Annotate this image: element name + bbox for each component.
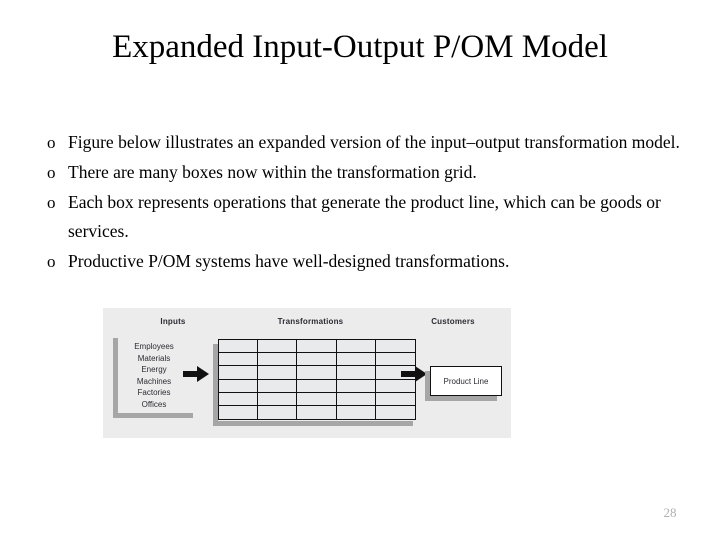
transformation-grid-cell [336, 366, 376, 380]
list-item-label: Each box represents operations that gene… [68, 192, 661, 241]
transformation-grid-cell [258, 340, 298, 354]
list-item-label: There are many boxes now within the tran… [68, 162, 477, 182]
transformation-grid-cell [258, 379, 298, 393]
transformation-grid-cell [376, 406, 415, 419]
bullet-circle-icon: o [47, 252, 56, 271]
inputs-item: Employees [134, 342, 174, 351]
list-item-label: Productive P/OM systems have well-design… [68, 251, 510, 271]
inputs-item: Energy [141, 365, 167, 374]
transformation-grid-cell [219, 353, 259, 367]
page-number: 28 [663, 505, 677, 520]
list-item: o Productive P/OM systems have well-desi… [44, 247, 684, 276]
transformation-grid-cell [336, 379, 376, 393]
bullet-circle-icon: o [47, 193, 56, 212]
list-item-label: Figure below illustrates an expanded ver… [68, 132, 680, 152]
transformation-grid-cell [219, 392, 259, 406]
transformation-grid-cell [297, 353, 337, 367]
list-item: o Each box represents operations that ge… [44, 188, 684, 246]
arrow-shaft [401, 371, 417, 377]
transformation-grid-cell [258, 405, 298, 419]
inputs-item: Factories [137, 388, 171, 397]
arrow-shaft [183, 371, 199, 377]
transformation-grid-cell [336, 353, 376, 367]
figure-heading-customers: Customers [431, 317, 475, 326]
transformation-grid-shadow [213, 344, 413, 426]
transformation-grid-cell [219, 379, 259, 393]
transformation-grid-cell [336, 392, 376, 406]
arrow-right-icon [401, 366, 427, 382]
arrow-head [415, 366, 427, 382]
transformation-grid-cell [375, 366, 415, 380]
inputs-resource-list: Employees Materials Energy Machines Fact… [115, 341, 193, 410]
transformation-grid-cell [375, 380, 415, 393]
list-item: o Figure below illustrates an expanded v… [44, 128, 684, 157]
inputs-bracket-shape [113, 338, 193, 418]
input-output-diagram: Inputs Transformations Customers Employe… [103, 308, 511, 438]
transformation-grid-cell [375, 340, 415, 354]
arrow-right-icon [183, 366, 209, 382]
transformation-grid-cell [258, 353, 298, 367]
transformation-grid-cell [375, 393, 415, 406]
transformation-grid [218, 339, 416, 420]
bullet-circle-icon: o [47, 163, 56, 182]
list-item: o There are many boxes now within the tr… [44, 158, 684, 187]
transformation-grid-cell [336, 340, 376, 354]
transformation-grid-cell [219, 366, 259, 380]
inputs-item: Machines [136, 376, 172, 386]
transformation-grid-cell [258, 392, 298, 406]
transformation-grid-cell [297, 392, 337, 406]
bullet-list: o Figure below illustrates an expanded v… [44, 128, 684, 277]
transformation-grid-cell [375, 353, 415, 367]
transformation-grid-cell [258, 366, 298, 380]
transformation-grid-cell [297, 366, 337, 380]
transformation-grid-cell [219, 405, 259, 419]
figure-heading-transformations: Transformations [277, 317, 344, 326]
transformation-grid-cell [297, 340, 337, 354]
bullet-circle-icon: o [47, 133, 56, 152]
transformation-grid-cell [337, 405, 376, 419]
transformation-grid-cell [297, 379, 337, 393]
page-title: Expanded Input-Output P/OM Model [112, 29, 608, 65]
transformation-grid-cell [219, 340, 259, 354]
arrow-head [197, 366, 209, 382]
product-line-box: Product Line [430, 366, 502, 396]
transformation-grid-cell [297, 405, 337, 419]
inputs-item: Offices [141, 399, 167, 409]
figure-heading-inputs: Inputs [160, 317, 186, 326]
inputs-item: Materials [137, 353, 171, 363]
